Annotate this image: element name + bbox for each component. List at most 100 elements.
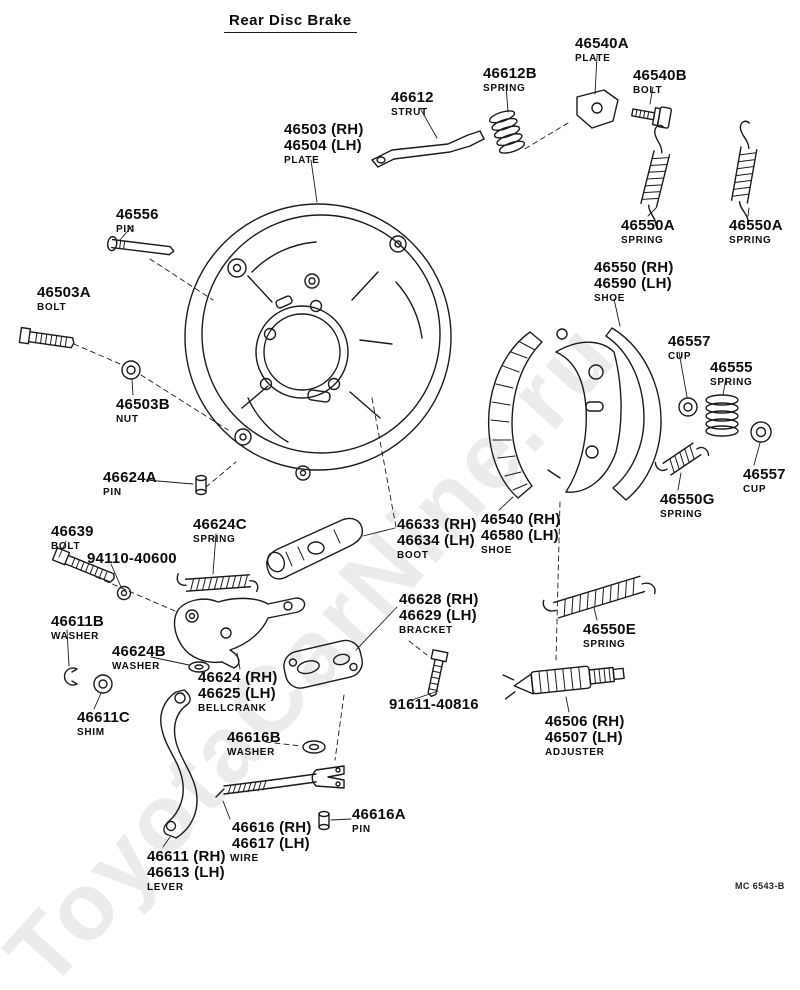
- spring-46550e-art: [542, 575, 656, 619]
- part-desc: WASHER: [112, 661, 161, 672]
- part-label-94110-40600: 94110-40600: [87, 551, 177, 567]
- part-desc: SPRING: [660, 509, 703, 520]
- part-desc: ADJUSTER: [545, 747, 605, 758]
- part-desc: BOOT: [397, 550, 429, 561]
- clip-46611b-art: [63, 667, 78, 686]
- part-desc: SPRING: [193, 534, 236, 545]
- part-number: 46557: [743, 466, 786, 483]
- part-label-46550a-left: 46550A SPRING: [621, 218, 675, 247]
- spring-46555-art: [705, 394, 739, 437]
- part-desc: SHIM: [77, 727, 105, 738]
- part-label-46503-46504: 46503 (RH) 46504 (LH) PLATE: [284, 122, 364, 167]
- part-number: 46503B: [116, 396, 170, 413]
- part-desc: BOLT: [37, 302, 67, 313]
- part-number: 46550A: [729, 217, 783, 234]
- part-number: 46506 (RH): [545, 713, 625, 730]
- part-number: 46507 (LH): [545, 729, 623, 746]
- part-desc: LEVER: [147, 882, 184, 893]
- part-desc: SPRING: [483, 83, 526, 94]
- part-label-46540b: 46540B BOLT: [633, 68, 687, 97]
- part-number: 46540B: [633, 67, 687, 84]
- part-label-46550-46590: 46550 (RH) 46590 (LH) SHOE: [594, 260, 674, 305]
- part-number: 46580 (LH): [481, 527, 559, 544]
- part-label-46555: 46555 SPRING: [710, 360, 753, 389]
- part-desc: PLATE: [575, 53, 611, 64]
- part-number: 94110-40600: [87, 550, 177, 567]
- part-number: 46550A: [621, 217, 675, 234]
- part-desc: PIN: [103, 487, 122, 498]
- part-number: 46617 (LH): [232, 835, 310, 852]
- plate-46540a-art: [576, 89, 619, 129]
- part-desc: STRUT: [391, 107, 428, 118]
- shoe-art: [547, 327, 662, 501]
- part-label-46540a: 46540A PLATE: [575, 36, 629, 65]
- part-label-46503b: 46503B NUT: [116, 397, 170, 426]
- part-number: 46625 (LH): [198, 685, 276, 702]
- part-label-wire: WIRE: [230, 852, 259, 865]
- part-label-46557-top: 46557 CUP: [668, 334, 711, 363]
- boot-art: [266, 517, 364, 580]
- part-number: 46613 (LH): [147, 864, 225, 881]
- part-number: 46556: [116, 206, 159, 223]
- part-number: 46611 (RH): [147, 848, 226, 865]
- cup-46557-top-art: [678, 397, 698, 417]
- spring-46612b-art: [488, 110, 526, 154]
- part-number: 46629 (LH): [399, 607, 477, 624]
- drawing-code: MC 6543-B: [735, 881, 785, 891]
- dashed-leader-lines: [73, 122, 569, 761]
- part-desc: PIN: [116, 224, 135, 235]
- part-desc: BRACKET: [399, 625, 453, 636]
- part-desc: SPRING: [621, 235, 664, 246]
- part-label-46556: 46556 PIN: [116, 207, 159, 236]
- part-number: 46628 (RH): [399, 591, 479, 608]
- shoe-lining-art: [487, 331, 543, 499]
- part-number: 91611-40816: [389, 696, 479, 713]
- part-desc: CUP: [668, 351, 692, 362]
- cup-46557-bottom-art: [750, 421, 772, 443]
- backing-plate-art: [184, 203, 452, 481]
- part-number: 46616A: [352, 806, 406, 823]
- part-number: 46633 (RH): [397, 516, 477, 533]
- page-title: Rear Disc Brake: [224, 12, 357, 33]
- part-desc: SPRING: [729, 235, 772, 246]
- part-desc: BELLCRANK: [198, 703, 267, 714]
- bolt-46540b-art: [631, 106, 672, 129]
- spring-46624c-art: [176, 573, 259, 593]
- lever-art: [160, 689, 198, 839]
- part-desc: CUP: [743, 484, 767, 495]
- part-number: 46550 (RH): [594, 259, 674, 276]
- part-desc: SHOE: [481, 545, 513, 556]
- part-number: 46624A: [103, 469, 157, 486]
- bellcrank-art: [173, 597, 306, 669]
- part-label-46503a: 46503A BOLT: [37, 285, 91, 314]
- part-number: 46540 (RH): [481, 511, 561, 528]
- part-label-46611-46613: 46611 (RH) 46613 (LH) LEVER: [147, 849, 226, 894]
- part-number: 46624B: [112, 643, 166, 660]
- part-number: 46555: [710, 359, 753, 376]
- part-desc: SPRING: [583, 639, 626, 650]
- part-desc: PLATE: [284, 155, 320, 166]
- part-label-46550g: 46550G SPRING: [660, 492, 715, 521]
- pin-46616a-art: [318, 810, 330, 831]
- part-label-46624a: 46624A PIN: [103, 470, 157, 499]
- part-label-46624-46625: 46624 (RH) 46625 (LH) BELLCRANK: [198, 670, 278, 715]
- part-number: 46634 (LH): [397, 532, 475, 549]
- part-number: 46611B: [51, 613, 104, 630]
- part-desc: SPRING: [710, 377, 753, 388]
- part-label-46550e: 46550E SPRING: [583, 622, 636, 651]
- part-label-46616b: 46616B WASHER: [227, 730, 281, 759]
- part-label-46633-46634: 46633 (RH) 46634 (LH) BOOT: [397, 517, 477, 562]
- part-label-46616-46617: 46616 (RH) 46617 (LH): [232, 820, 312, 852]
- adjuster-art: [502, 665, 625, 700]
- part-number: 46550G: [660, 491, 715, 508]
- part-number: 46590 (LH): [594, 275, 672, 292]
- part-label-46540-46580: 46540 (RH) 46580 (LH) SHOE: [481, 512, 561, 557]
- part-desc: WIRE: [230, 853, 259, 864]
- spring-46550a-right-art: [730, 120, 758, 223]
- part-label-46506-46507: 46506 (RH) 46507 (LH) ADJUSTER: [545, 714, 625, 759]
- part-number: 46624 (RH): [198, 669, 278, 686]
- nut-46503b-art: [121, 360, 141, 380]
- part-desc: BOLT: [633, 85, 663, 96]
